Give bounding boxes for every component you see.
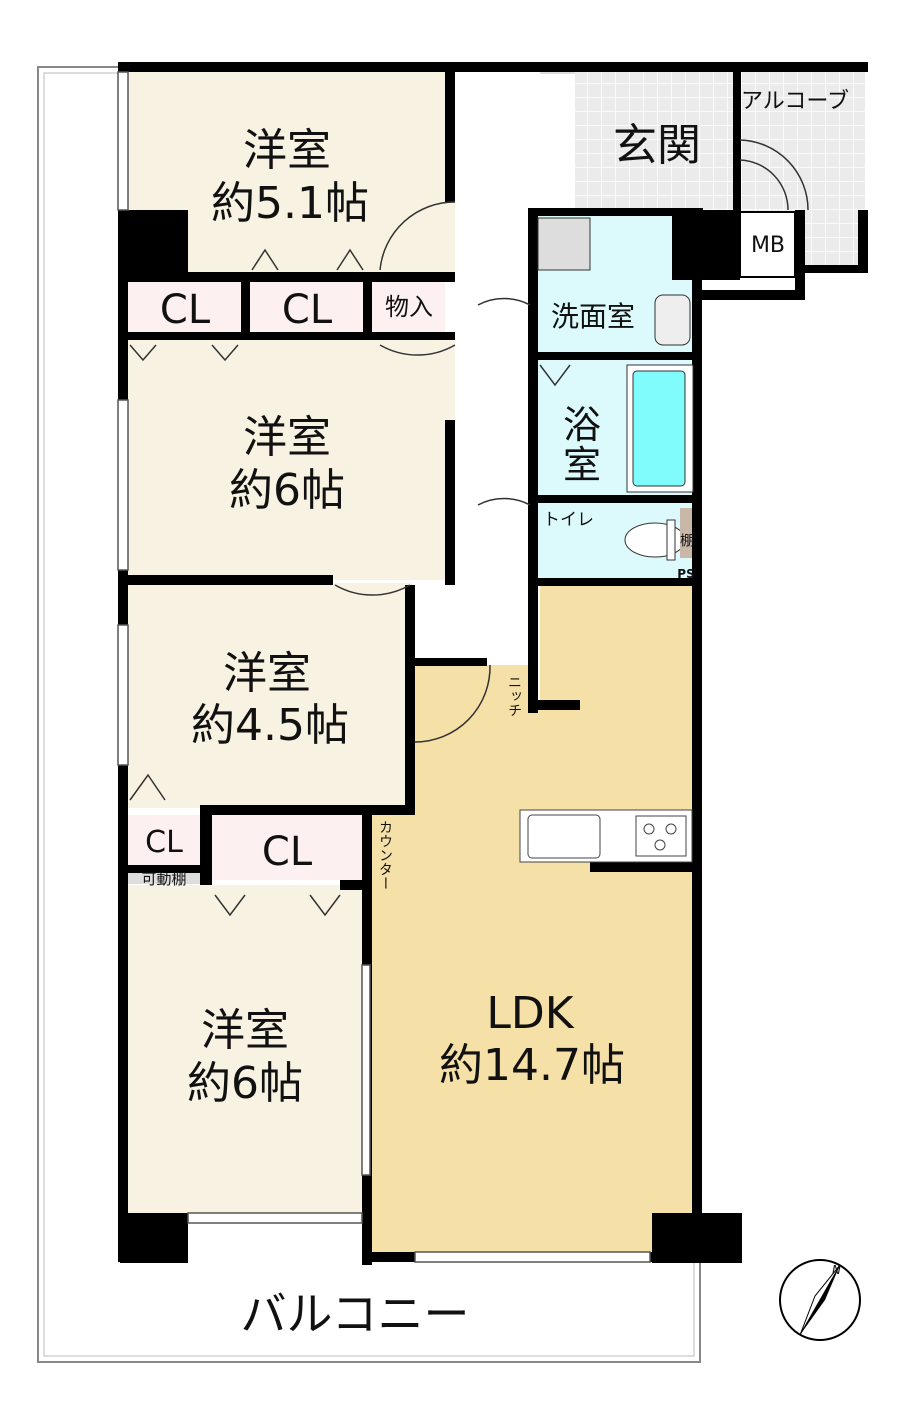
closet-label: CL bbox=[160, 287, 211, 333]
counter-label: カウンター bbox=[377, 820, 393, 890]
shelf-label: 棚 bbox=[678, 533, 694, 547]
room-size: 約4.5帖 bbox=[191, 700, 349, 751]
storage bbox=[372, 282, 445, 332]
stove-icon bbox=[635, 815, 687, 857]
ldk-room bbox=[370, 585, 700, 1255]
bathroom-label: 浴 bbox=[563, 403, 601, 447]
mb-box bbox=[739, 211, 796, 278]
compass-icon: N bbox=[779, 1259, 861, 1341]
room-name: 洋室 bbox=[243, 412, 331, 463]
sink bbox=[527, 814, 601, 859]
bathtub-water bbox=[632, 370, 686, 487]
entrance-label: 玄関 bbox=[613, 120, 701, 171]
washroom-label: 洗面室 bbox=[551, 300, 635, 333]
toilet-label: トイレ bbox=[543, 510, 594, 530]
mb-label: MB bbox=[751, 233, 785, 258]
windows bbox=[117, 71, 651, 1263]
room-size: 約14.7帖 bbox=[439, 1040, 625, 1091]
ps-label: PS bbox=[677, 567, 694, 581]
room-name: LDK bbox=[486, 988, 574, 1039]
western-room-2 bbox=[120, 338, 455, 580]
room-name: 洋室 bbox=[201, 1005, 289, 1056]
closet-3 bbox=[128, 815, 200, 865]
closet-1 bbox=[128, 282, 241, 332]
closet-2 bbox=[250, 282, 363, 332]
closet-label: CL bbox=[282, 287, 333, 333]
bathroom-label: 室 bbox=[563, 443, 601, 487]
niche-label: ニッチ bbox=[506, 675, 522, 717]
shelf-box bbox=[680, 508, 692, 558]
western-room-4 bbox=[120, 885, 370, 1215]
room-size: 約6帖 bbox=[229, 465, 345, 516]
room-size: 約6帖 bbox=[187, 1058, 303, 1109]
north-label: N bbox=[832, 1263, 841, 1277]
balcony-label: バルコニー bbox=[240, 1287, 469, 1341]
closet-label: CL bbox=[262, 829, 313, 875]
washing-machine-pan bbox=[537, 217, 591, 271]
hallway bbox=[455, 67, 540, 667]
room-name: 洋室 bbox=[223, 648, 311, 699]
storage-label: 物入 bbox=[385, 293, 433, 321]
western-room-3 bbox=[120, 583, 412, 808]
closet-label: CL bbox=[145, 825, 183, 860]
door-swings bbox=[129, 139, 809, 917]
room-name: 洋室 bbox=[243, 125, 331, 176]
closet-4 bbox=[212, 815, 362, 880]
toilet-bowl bbox=[624, 522, 686, 558]
alcove-label: アルコーブ bbox=[741, 89, 849, 114]
washbasin bbox=[654, 294, 691, 346]
movable-shelf-label: 可動棚 bbox=[141, 870, 186, 888]
entrance-area bbox=[575, 67, 740, 210]
room-size: 約5.1帖 bbox=[211, 178, 369, 229]
